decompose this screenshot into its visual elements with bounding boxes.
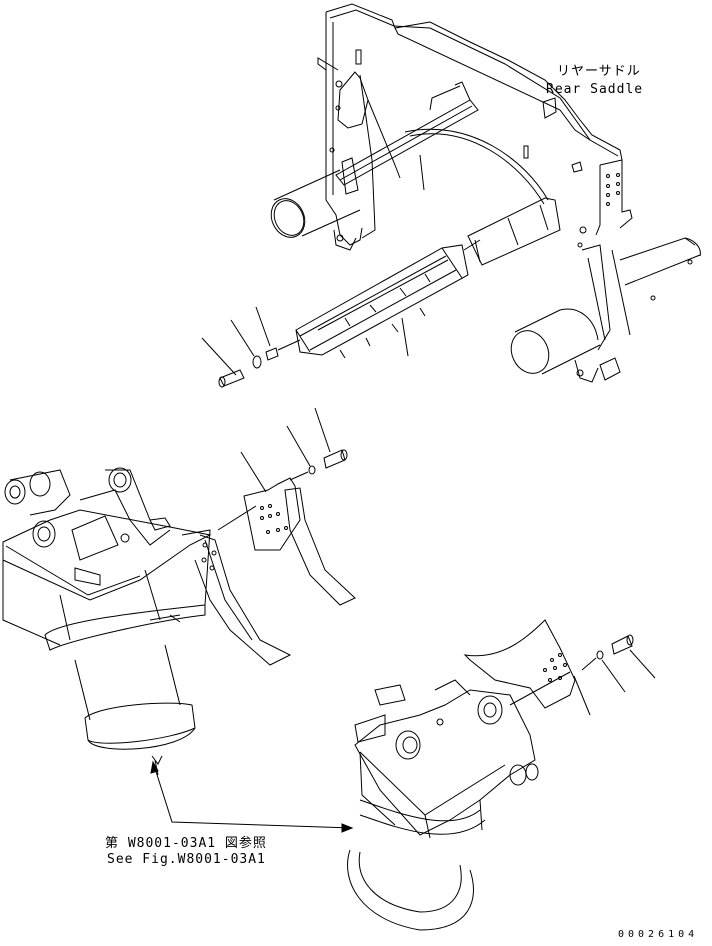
final-drive-right <box>348 620 575 930</box>
tube-cover-parts <box>296 198 560 358</box>
rear-saddle-frame <box>318 4 632 247</box>
see-fig-label-jp: 第 W8001-03A1 図参照 <box>105 836 267 851</box>
reference-leader <box>151 762 352 832</box>
right-fasteners <box>574 635 655 715</box>
drawing-code: 00026104 <box>618 929 699 940</box>
final-drive-left <box>3 468 290 775</box>
rear-saddle-left-pipe <box>265 170 360 250</box>
rear-saddle-label-en: Rear Saddle <box>546 82 644 97</box>
left-fasteners <box>218 408 355 605</box>
upper-fasteners <box>202 307 300 387</box>
rear-saddle-label-jp: リヤーサドル <box>557 64 641 79</box>
rear-saddle-right-pipe <box>504 238 700 382</box>
see-fig-label-en: See Fig.W8001-03A1 <box>107 852 266 867</box>
